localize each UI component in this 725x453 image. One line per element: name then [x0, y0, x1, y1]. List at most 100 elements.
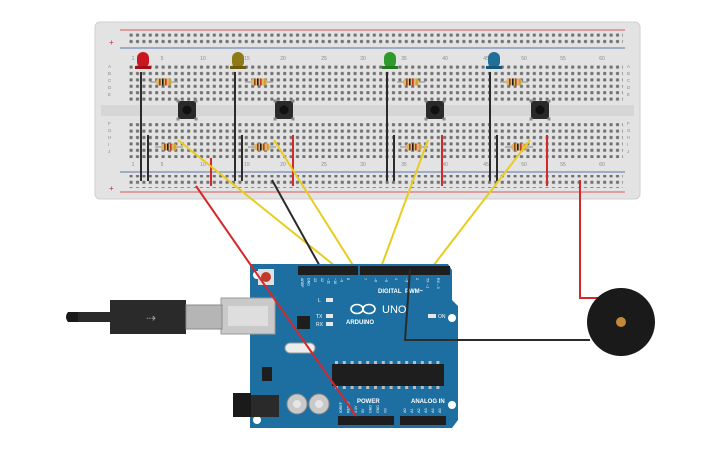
rx-label: RX	[316, 322, 324, 328]
digital-pin-label: ~6	[373, 278, 377, 282]
usb-icon: ⇢	[146, 311, 156, 325]
column-number: 60	[599, 56, 605, 62]
row-letter: A	[108, 64, 111, 69]
push-button-4[interactable]	[529, 99, 551, 121]
column-number: 25	[321, 56, 327, 62]
digital-pin-label: 12	[320, 278, 324, 282]
bottom-power-rail	[120, 171, 625, 193]
digital-pin-label: AREF	[300, 278, 304, 288]
row-letter: A	[627, 64, 630, 69]
row-letter: H	[627, 135, 630, 140]
vcc-wire-5v	[195, 185, 357, 417]
voltage-regulator	[262, 367, 272, 381]
piezo-buzzer[interactable]	[587, 288, 655, 356]
pwm-label: PWM~	[405, 289, 424, 295]
resistor[interactable]	[245, 78, 273, 86]
push-button-1[interactable]	[176, 99, 198, 121]
column-number: 35	[401, 56, 407, 62]
column-number: 55	[560, 56, 566, 62]
led-yellow[interactable]	[230, 52, 246, 69]
usb-b-cable[interactable]: ⇢	[66, 300, 223, 334]
center-trench	[101, 105, 634, 116]
arduino-logo-text: ARDUINO	[346, 320, 374, 326]
column-number: 10	[200, 56, 206, 62]
resistors	[150, 78, 533, 151]
led-green[interactable]	[382, 52, 398, 69]
digital-pin-label: 13	[313, 278, 317, 282]
row-letter: E	[627, 92, 630, 97]
row-letter: B	[108, 71, 111, 76]
column-number: 1	[132, 56, 135, 62]
column-number: 5	[161, 162, 164, 168]
row-letter: G	[108, 128, 112, 133]
push-button-3[interactable]	[424, 99, 446, 121]
analog-in-label: ANALOG IN	[411, 399, 445, 405]
power-pin-label: Vin	[383, 408, 387, 413]
analog-pin-label: A4	[431, 408, 435, 413]
column-number: 30	[360, 56, 366, 62]
uno-label: UNO	[382, 304, 407, 316]
signal-wires	[177, 139, 531, 271]
row-letter: J	[627, 149, 629, 154]
l-label: L	[318, 298, 321, 304]
column-number: 1	[132, 162, 135, 168]
digital-pin-label: ~5	[384, 278, 388, 282]
led-blue[interactable]	[486, 52, 502, 69]
digital-pin-label: ~3	[405, 278, 409, 282]
row-letter: B	[627, 71, 630, 76]
resistor[interactable]	[400, 143, 428, 151]
power-header	[338, 416, 394, 425]
digital-header	[298, 266, 450, 275]
row-letter: I	[627, 142, 628, 147]
arduino-logo: ARDUINO	[346, 303, 376, 326]
analog-pin-label: A3	[424, 408, 428, 413]
analog-pin-label: A5	[438, 408, 442, 413]
power-label: POWER	[357, 399, 380, 405]
rail-plus-top: +	[109, 38, 114, 47]
ground-wire-arduino	[271, 179, 323, 271]
row-letter: J	[108, 149, 110, 154]
power-pin-label: GND	[369, 405, 373, 413]
column-number: 55	[560, 162, 566, 168]
top-power-rail	[120, 29, 625, 49]
digital-pin-label: 8	[346, 278, 350, 280]
row-letter: I	[108, 142, 109, 147]
column-number: 45	[483, 162, 489, 168]
column-number: 20	[280, 56, 286, 62]
power-pin-label: GND	[376, 405, 380, 413]
column-number: 10	[200, 162, 206, 168]
row-letter: H	[108, 135, 111, 140]
led-red[interactable]	[135, 52, 151, 69]
row-letter: F	[108, 121, 111, 126]
resistor[interactable]	[248, 143, 276, 151]
buzzer-positive-wire	[579, 180, 602, 299]
resistor[interactable]	[150, 78, 178, 86]
reset-button[interactable]	[258, 269, 274, 285]
digital-pin-label: ~11	[326, 278, 330, 284]
column-number: 45	[483, 56, 489, 62]
resistor[interactable]	[397, 78, 425, 86]
digital-pin-label: ~9	[340, 278, 344, 282]
row-letter: F	[627, 121, 630, 126]
digital-pin-label: TX→1	[425, 278, 429, 288]
resistor[interactable]	[155, 143, 183, 151]
column-number: 15	[244, 162, 250, 168]
tx-label: TX	[316, 314, 323, 320]
analog-pin-label: A1	[410, 408, 414, 413]
digital-label: DIGITAL	[378, 289, 402, 295]
terminal-strip-bottom	[127, 120, 623, 158]
column-number: 15	[244, 56, 250, 62]
column-number: 35	[401, 162, 407, 168]
column-number: 50	[521, 56, 527, 62]
digital-pin-label: GND	[307, 278, 311, 286]
column-number: 20	[280, 162, 286, 168]
resistor[interactable]	[500, 78, 528, 86]
terminal-strip-top	[127, 63, 623, 101]
push-button-2[interactable]	[273, 99, 295, 121]
